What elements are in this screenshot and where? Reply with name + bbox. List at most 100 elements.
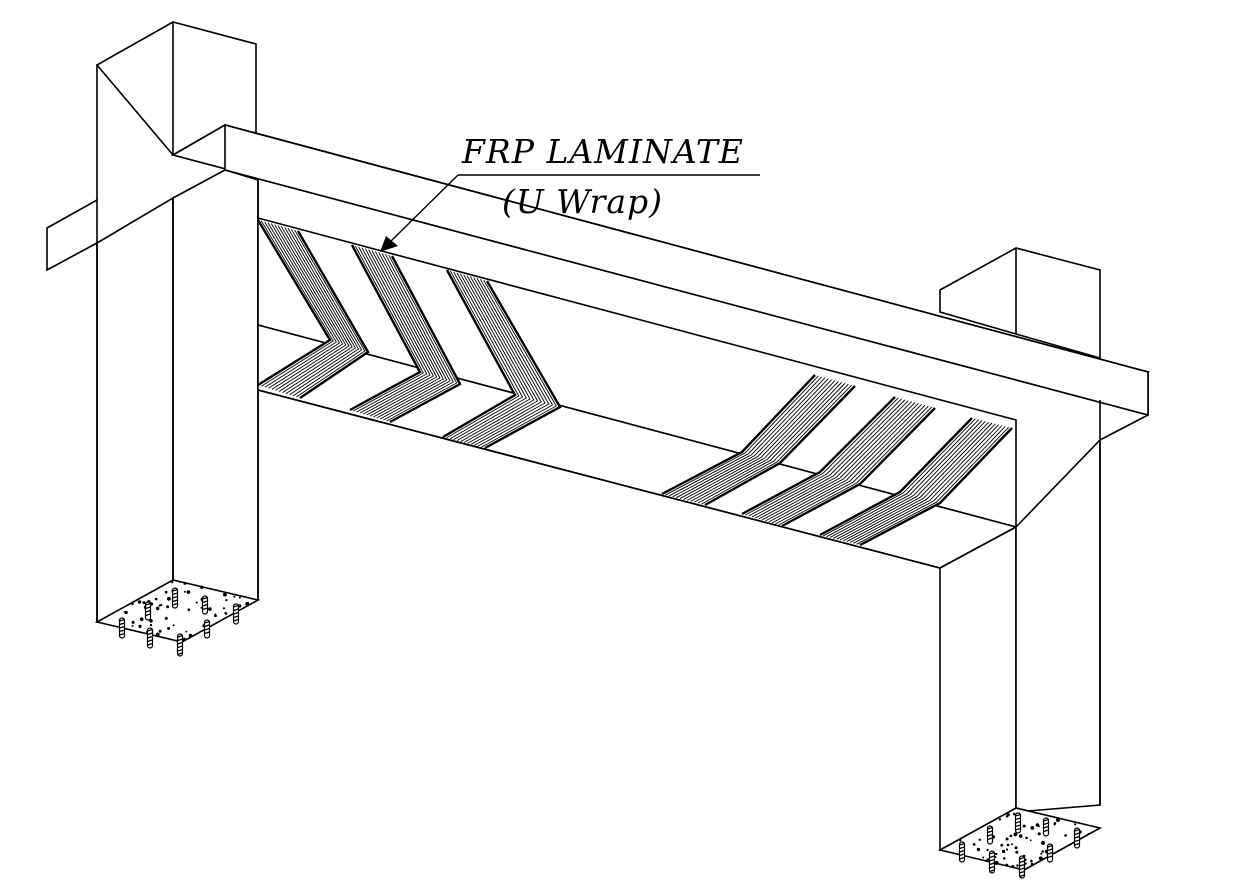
concrete-stipple [171, 580, 174, 584]
rebar-rib [204, 624, 210, 628]
frp-strip-fiber-line [463, 275, 539, 443]
frp-strip-fiber-line [373, 251, 444, 418]
frp-strip-fiber-line [264, 221, 337, 388]
rebar-rib [202, 600, 208, 604]
rebar-rib [145, 602, 151, 606]
frp-strip-fiber-line [477, 278, 554, 447]
frp-strip-fiber-line [467, 276, 542, 444]
rebar-rib [989, 869, 995, 873]
frp-strip-fill [820, 418, 1012, 545]
rebar-stub [986, 825, 994, 845]
rebar-rib [147, 628, 153, 632]
concrete-stipple [1025, 836, 1028, 840]
frp-strip [349, 244, 462, 424]
frp-strip-fiber-line [353, 245, 424, 412]
rebar-rib [989, 858, 995, 862]
concrete-stipple [166, 605, 170, 609]
rebar-rib [233, 611, 239, 615]
concrete-stipple [1074, 823, 1077, 826]
frp-strip-fiber-line [386, 254, 458, 422]
rebar-rib [1019, 856, 1025, 860]
concrete-stipple [1015, 850, 1019, 854]
rebar-rib [177, 652, 183, 656]
frp-strip-fiber-line [369, 250, 441, 417]
concrete-stipple [208, 607, 212, 611]
rebar-rib [147, 635, 153, 639]
rebar-rib [1019, 870, 1025, 874]
callout-sublabel: (U Wrap) [502, 182, 663, 221]
arrowhead-icon [380, 236, 398, 252]
frp-strip-fiber-line [456, 273, 531, 442]
rebar-rib [233, 615, 239, 619]
frp-strip-fiber-line [849, 425, 1003, 543]
frp-strip-edge [296, 230, 370, 399]
callout-label: FRP LAMINATE [461, 132, 744, 171]
rebar-rib [172, 592, 178, 596]
rebar-rib [987, 833, 993, 837]
rebar-rib [987, 826, 993, 830]
rebar-rib [119, 618, 125, 622]
concrete-stipple [994, 860, 999, 865]
frp-strip-edge [741, 396, 896, 516]
concrete-stipple [185, 630, 188, 633]
rebar-stub [203, 619, 211, 639]
rebar-rib [119, 632, 125, 636]
concrete-stipple [978, 838, 981, 841]
rebar-rib [177, 638, 183, 642]
concrete-stipple [1001, 849, 1006, 854]
concrete-stipple [1005, 863, 1009, 867]
frp-strip-fiber-line [665, 375, 819, 496]
rebar-rib [233, 608, 239, 612]
rebar-rib [119, 629, 125, 633]
callout-leader-line [387, 174, 459, 245]
concrete-stipple [200, 585, 204, 589]
concrete-stipple [995, 852, 998, 856]
rebar-stub [118, 617, 126, 639]
frp-strip-fiber-line [284, 227, 356, 395]
rebar-rib [233, 618, 239, 622]
concrete-stipple [183, 581, 187, 585]
concrete-stipple [1087, 833, 1089, 835]
rebar-rib [1015, 813, 1021, 817]
frp-strip-fiber-line [453, 272, 527, 441]
left-column-lower [96, 169, 259, 623]
concrete-stipple [1041, 841, 1045, 845]
frp-strip-fiber-line [745, 397, 899, 516]
concrete-stipple [1030, 859, 1033, 863]
frp-strip-fiber-line [270, 223, 344, 390]
rebar-rib [1074, 832, 1080, 836]
rebar-rib [1015, 827, 1021, 831]
frp-strip-fiber-line [751, 399, 906, 518]
concrete-stipple [154, 597, 158, 601]
concrete-stipple [167, 627, 171, 630]
left-column-upper [46, 21, 257, 272]
concrete-stipple [1016, 864, 1019, 867]
frp-strip-fiber-line [856, 426, 1009, 545]
rebar-rib [177, 634, 183, 638]
concrete-stipple [1041, 850, 1044, 853]
concrete-stipple [183, 590, 186, 593]
frp-strip-fiber-line [474, 278, 550, 446]
rebar-rib [1074, 842, 1080, 846]
frp-strip-fiber-line [748, 398, 902, 517]
frp-strip-fiber-line [853, 426, 1006, 544]
concrete-stipple [245, 601, 250, 606]
concrete-stipple [224, 612, 228, 615]
concrete-stipple [1012, 812, 1016, 816]
frp-strip-fiber-line [761, 402, 916, 521]
rebar-rib [1047, 844, 1053, 848]
frp-strip-fiber-line [366, 249, 438, 416]
rebar-rib [1043, 829, 1049, 833]
concrete-stipple [1053, 822, 1057, 825]
frp-strip [442, 269, 562, 450]
rebar-rib [1019, 860, 1025, 864]
rebar-rib [202, 607, 208, 611]
rebar-rib [145, 606, 151, 610]
frp-strip-fiber-line [771, 404, 926, 524]
concrete-stipple [1013, 832, 1018, 837]
concrete-stipple [158, 629, 162, 633]
frp-strip-fill [662, 375, 855, 505]
frp-strip-fiber-line [755, 400, 909, 519]
rebar-rib [989, 851, 995, 855]
concrete-stipple [182, 637, 186, 641]
